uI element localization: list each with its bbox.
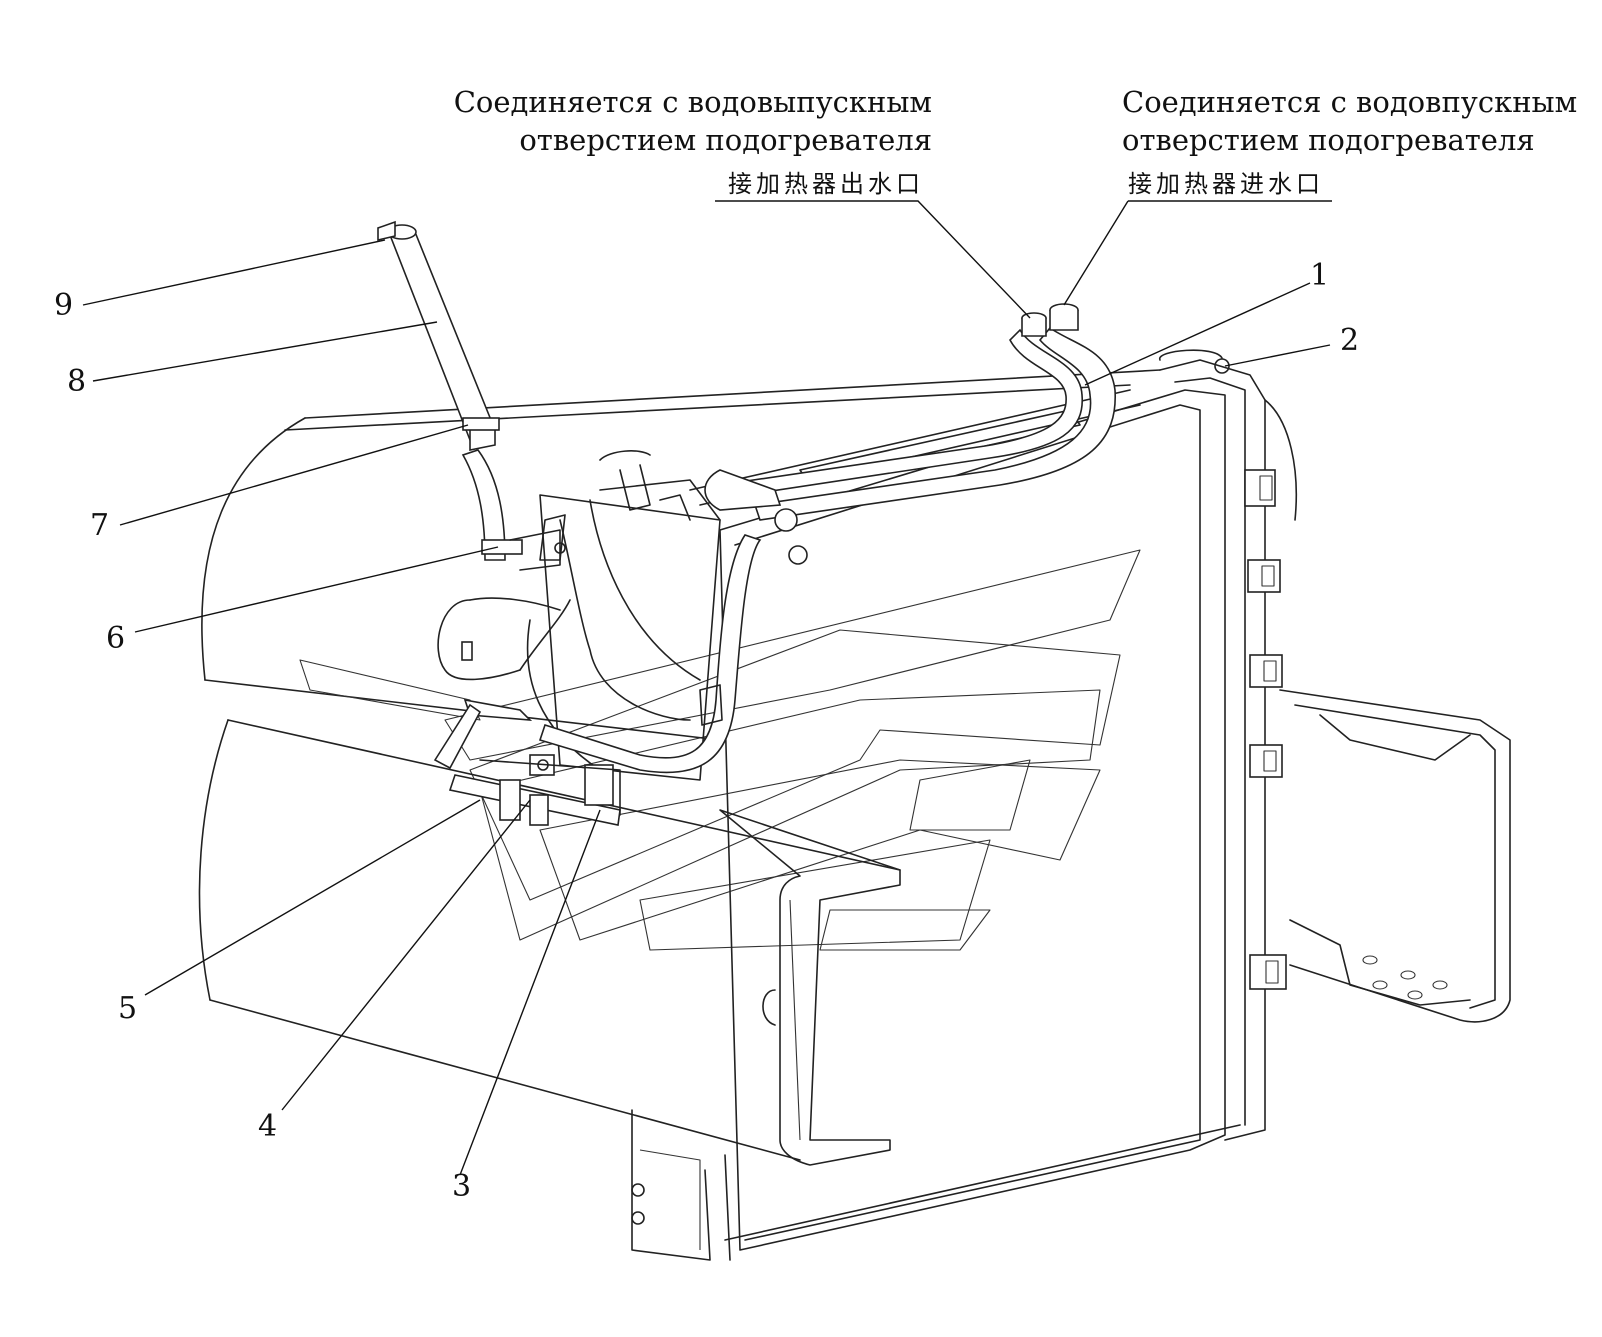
- outlet-ru-line-2: отверстием подогревателя: [519, 123, 932, 157]
- outlet-callout: Соединяется с водовыпускным отверстием п…: [454, 85, 932, 198]
- chevron-logo-watermark: [444, 549, 1141, 951]
- part-number-6: 6: [106, 621, 125, 656]
- part-numbers: 1 2 3 4 5 6 7 8 9: [54, 258, 1359, 1204]
- inlet-cn-label: 接加热器进水口: [1128, 170, 1324, 198]
- inlet-ru-line-2: отверстием подогревателя: [1122, 123, 1535, 157]
- lower-hose-loop: [433, 469, 808, 826]
- heater-unit: [437, 450, 721, 781]
- outlet-cn-label: 接加热器出水口: [728, 170, 924, 198]
- part-1-hose: [738, 303, 1116, 521]
- clamps-6-7: [462, 417, 566, 571]
- part-number-3: 3: [452, 1169, 471, 1204]
- leader-lines: [82, 200, 1332, 1176]
- outlet-ru-line-1: Соединяется с водовыпускным: [454, 85, 932, 119]
- inlet-ru-line-1: Соединяется с водовпускным: [1122, 85, 1577, 119]
- frame-rail: [198, 369, 1161, 1161]
- part-number-8: 8: [67, 364, 86, 399]
- right-mount-bracket: [1279, 689, 1511, 1023]
- part-number-4: 4: [258, 1109, 277, 1144]
- part-number-9: 9: [54, 288, 73, 323]
- part-number-2: 2: [1340, 323, 1359, 358]
- crossmember-bracket: [631, 809, 1241, 1261]
- radiator-tank: [719, 349, 1298, 1251]
- side-clips: [1244, 469, 1287, 990]
- part-number-5: 5: [118, 991, 137, 1026]
- part-number-7: 7: [90, 508, 109, 543]
- inlet-callout: Соединяется с водовпускным отверстием по…: [1122, 85, 1577, 198]
- part-number-1: 1: [1310, 258, 1329, 293]
- part-8-hose: [377, 220, 506, 561]
